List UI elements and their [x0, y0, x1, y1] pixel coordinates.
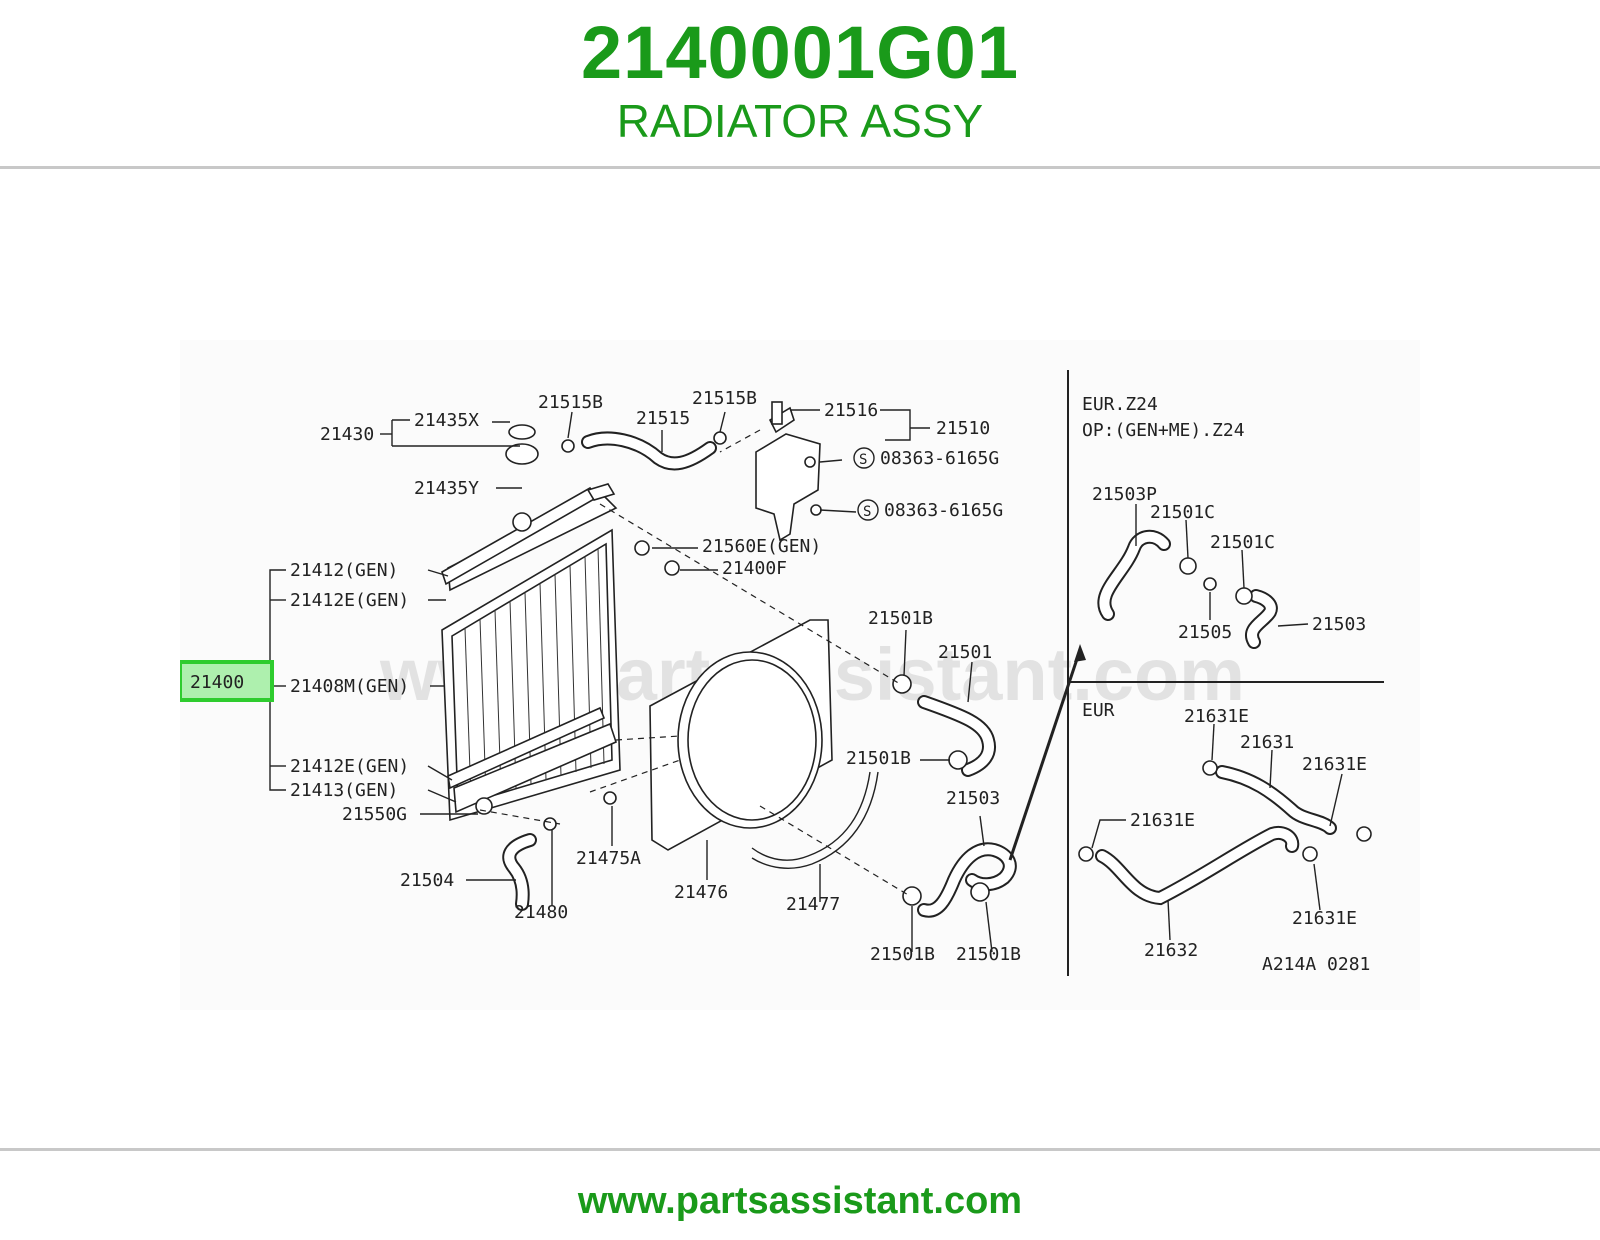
callout-21400F[interactable]: 21400F — [722, 558, 787, 579]
callout-08363-b[interactable]: 08363-6165G — [884, 500, 1003, 521]
highlight-box-21400[interactable] — [180, 660, 274, 702]
inset-eur-z24: EUR.Z24 OP:(GEN+ME).Z24 21503P 21501C 21… — [1082, 394, 1366, 649]
callout-21408M[interactable]: 21408M(GEN) — [290, 676, 409, 697]
fan-shroud-drawing — [649, 619, 833, 851]
callout-21501B-a[interactable]: 21501B — [868, 608, 933, 629]
callout-21475A[interactable]: 21475A — [576, 848, 641, 869]
inset-bottom-title: EUR — [1082, 700, 1115, 721]
callout-21505[interactable]: 21505 — [1178, 622, 1232, 643]
footer-divider — [0, 1148, 1600, 1151]
callout-21435X[interactable]: 21435X — [414, 410, 479, 431]
callout-21503[interactable]: 21503 — [946, 788, 1000, 809]
callout-21515B-a[interactable]: 21515B — [538, 392, 603, 413]
callout-21400[interactable]: 21400 — [190, 672, 244, 693]
s-marker-icon — [853, 447, 875, 469]
callout-21631E-b[interactable]: 21631E — [1302, 754, 1367, 775]
callout-21631[interactable]: 21631 — [1240, 732, 1294, 753]
inset-top-title: EUR.Z24 — [1082, 394, 1158, 415]
callout-21501B-b[interactable]: 21501B — [846, 748, 911, 769]
callout-21515B-b[interactable]: 21515B — [692, 388, 757, 409]
callout-21503-inset[interactable]: 21503 — [1312, 614, 1366, 635]
callout-21477[interactable]: 21477 — [786, 894, 840, 915]
callout-21413[interactable]: 21413(GEN) — [290, 780, 398, 801]
callout-08363-a[interactable]: 08363-6165G — [880, 448, 999, 469]
callout-21631E-c[interactable]: 21631E — [1130, 810, 1195, 831]
callout-21631E-d[interactable]: 21631E — [1292, 908, 1357, 929]
header-divider — [0, 166, 1600, 169]
radiator-core-drawing — [441, 424, 621, 822]
inset-eur: EUR 21631E 21631 21631E 21631E 21631E 21… — [1078, 700, 1372, 961]
callout-21560E[interactable]: 21560E(GEN) — [702, 536, 821, 557]
clamps-and-fasteners — [475, 431, 990, 906]
reservoir-tank-drawing — [755, 401, 821, 542]
callout-21430[interactable]: 21430 — [320, 424, 374, 445]
callout-21412[interactable]: 21412(GEN) — [290, 560, 398, 581]
diagram-svg: www.partsassistant.com — [180, 370, 1384, 976]
callout-21412E-b[interactable]: 21412E(GEN) — [290, 756, 409, 777]
overflow-hose-21477 — [751, 771, 871, 861]
callout-21632[interactable]: 21632 — [1144, 940, 1198, 961]
callout-21503P[interactable]: 21503P — [1092, 484, 1157, 505]
callout-21516[interactable]: 21516 — [824, 400, 878, 421]
s-marker-icon — [857, 499, 879, 521]
footer-website-link[interactable]: www.partsassistant.com — [577, 1180, 1023, 1222]
callout-21480[interactable]: 21480 — [514, 902, 568, 923]
callout-21504[interactable]: 21504 — [400, 870, 454, 891]
inset-top-subtitle: OP:(GEN+ME).Z24 — [1082, 420, 1245, 441]
callout-21501B-c[interactable]: 21501B — [870, 944, 935, 965]
callout-21501[interactable]: 21501 — [938, 642, 992, 663]
part-number-title: 2140001G01 — [581, 11, 1019, 94]
part-name-subtitle: RADIATOR ASSY — [616, 95, 984, 147]
callout-21435Y[interactable]: 21435Y — [414, 478, 479, 499]
svg-text:S: S — [859, 452, 867, 468]
callout-21631E-a[interactable]: 21631E — [1184, 706, 1249, 727]
parts-diagram: www.partsassistant.com — [180, 340, 1420, 1010]
callout-21501C-b[interactable]: 21501C — [1210, 532, 1275, 553]
callout-21510[interactable]: 21510 — [936, 418, 990, 439]
page-header: 2140001G01 RADIATOR ASSY — [0, 0, 1600, 168]
callout-21515[interactable]: 21515 — [636, 408, 690, 429]
figure-code: A214A 0281 — [1262, 954, 1370, 975]
svg-text:S: S — [863, 504, 871, 520]
callout-21501B-d[interactable]: 21501B — [956, 944, 1021, 965]
callout-21501C-a[interactable]: 21501C — [1150, 502, 1215, 523]
callout-21476[interactable]: 21476 — [674, 882, 728, 903]
callout-21412E-a[interactable]: 21412E(GEN) — [290, 590, 409, 611]
assembly-dashed-lines — [479, 429, 911, 897]
callout-21550G[interactable]: 21550G — [342, 804, 407, 825]
